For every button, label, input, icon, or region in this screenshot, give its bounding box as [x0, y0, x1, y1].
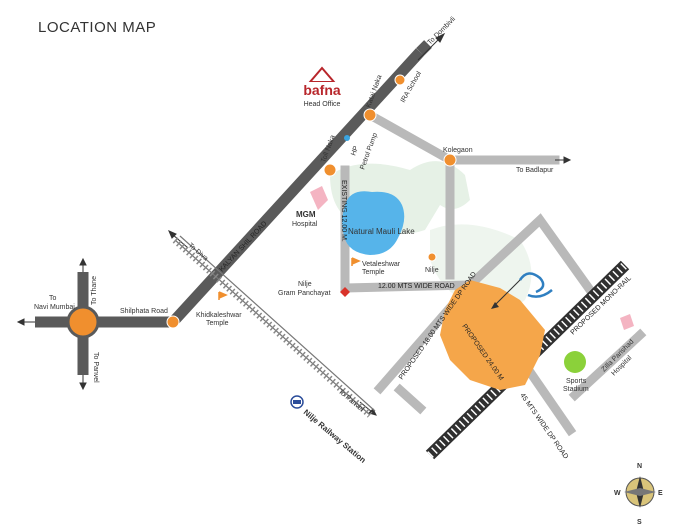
sports-stadium-marker: [564, 351, 586, 373]
label-nilje: Nilje: [298, 281, 312, 288]
label-gram-panchayat: Gram Panchayat: [278, 290, 331, 297]
label-to-1: To: [49, 295, 57, 302]
label-lake: Natural Mauli Lake: [348, 227, 415, 236]
site-pointer-head: [491, 302, 499, 309]
label-shilphata-road: Shilphata Road: [120, 308, 168, 315]
arrow-head: [168, 230, 177, 239]
label-existing-12m: EXISTING 12.00 M.: [340, 180, 347, 242]
nilje-marker: [427, 252, 437, 262]
label-sports: Sports: [566, 378, 587, 385]
arrow-head: [435, 32, 446, 43]
label-mgm-hospital: Hospital: [292, 221, 318, 228]
label-kolegaon: Kolegaon: [443, 147, 473, 154]
label-to-badlapur: To Badlapur: [516, 167, 554, 174]
road-zilla: [568, 328, 647, 402]
label-to-panvel-rail: To Panvel: [337, 388, 365, 413]
zilla-hospital-marker: [620, 314, 634, 330]
road-stub: [393, 383, 427, 415]
bafna-logo: [305, 66, 339, 98]
arrow-head: [79, 257, 87, 266]
compass-n: N: [637, 463, 642, 470]
label-khidkaleshwar: Khidkaleshwar: [196, 312, 242, 319]
page-title: LOCATION MAP: [38, 19, 156, 36]
label-nilje-village: Nilje: [425, 267, 439, 274]
road-end: [416, 40, 432, 56]
hp-pump-marker: [344, 135, 350, 141]
arrow-diva: [171, 233, 189, 249]
shilphata-marker: [166, 315, 180, 329]
katai-naka-marker: [363, 108, 377, 122]
arrow-dombivli: [417, 37, 441, 61]
label-to-dombivli: To Dombivli: [426, 16, 457, 47]
ira-school-marker: [394, 74, 406, 86]
compass-w: W: [614, 490, 621, 497]
label-vetaleshwar: Vetaleshwar: [362, 261, 401, 268]
gram-panchayat-icon: [340, 287, 350, 297]
label-vetaleshwar-temple: Temple: [362, 269, 385, 276]
railway-track: [172, 235, 376, 418]
natural-mauli-lake: [342, 191, 405, 255]
label-12m-wide-road: 12.00 MTS WIDE ROAD: [378, 283, 455, 290]
roundabout: [66, 305, 100, 339]
arrow-head: [16, 318, 25, 326]
arrow-head: [563, 156, 572, 164]
label-stadium: Stadium: [563, 386, 589, 393]
compass-e: E: [658, 490, 663, 497]
label-hp: HP: [350, 145, 360, 157]
project-logo-icon: [518, 272, 553, 298]
compass-icon: [624, 476, 656, 508]
railway-station-icon: [290, 395, 304, 409]
compass-s: S: [637, 519, 642, 526]
toll-naka-marker: [323, 163, 337, 177]
label-mgm: MGM: [296, 210, 316, 219]
project-site: [440, 280, 545, 390]
khidkaleshwar-temple-icon: [218, 291, 228, 300]
label-khidkaleshwar-temple: Temple: [206, 320, 229, 327]
arrow-head: [79, 382, 87, 391]
mgm-hospital-marker: [310, 186, 328, 210]
logo-brand: bafna: [303, 82, 341, 98]
vetaleshwar-temple-icon: [351, 257, 361, 266]
label-to-thane: To Thane: [91, 276, 98, 305]
label-45m-road: 45 MTS WIDE DP ROAD: [518, 392, 569, 460]
label-to-panvel: To Panvel: [92, 352, 99, 383]
logo-head-office: Head Office: [304, 101, 341, 108]
kolegaon-marker: [443, 153, 457, 167]
road-proposed-18: [463, 213, 597, 297]
label-navi-mumbai: Navi Mumbai: [34, 304, 75, 311]
label-railway-station: Nilje Railway Station: [302, 408, 368, 465]
label-kalyan-shil-road: KALYAN SHIL ROAD: [218, 220, 268, 273]
